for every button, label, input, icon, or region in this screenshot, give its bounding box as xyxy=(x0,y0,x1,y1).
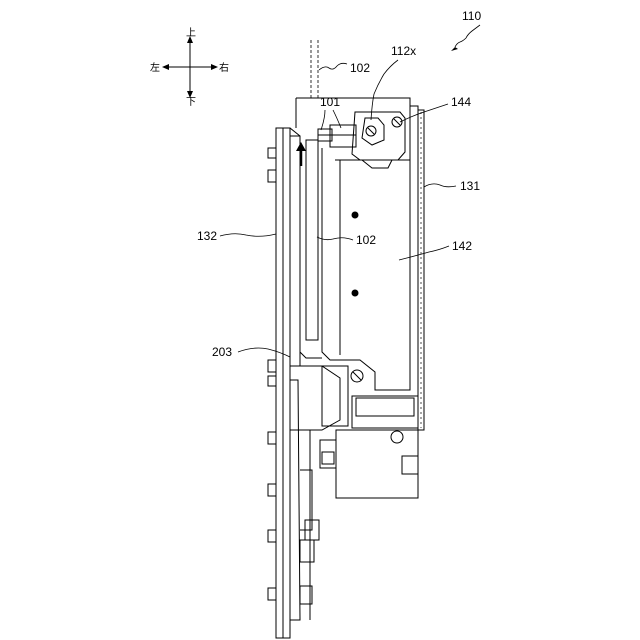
figure-reference: 110 xyxy=(451,9,481,51)
label-down: 下 xyxy=(186,97,196,108)
svg-text:102: 102 xyxy=(356,233,376,247)
pipe-102-middle xyxy=(296,140,322,358)
callout-112x: 112x xyxy=(371,44,416,120)
svg-text:203: 203 xyxy=(212,345,232,359)
lower-assembly xyxy=(290,366,418,620)
svg-text:132: 132 xyxy=(197,229,217,243)
pipe-102-top xyxy=(311,40,318,100)
plate-132 xyxy=(268,128,300,638)
svg-text:102: 102 xyxy=(350,61,370,75)
figure-number: 110 xyxy=(462,9,481,23)
inner-frame-142 xyxy=(322,148,410,390)
mechanism-112x xyxy=(318,112,405,168)
direction-indicator: 上 下 左 右 xyxy=(150,27,229,108)
svg-text:144: 144 xyxy=(451,95,471,109)
callout-203: 203 xyxy=(212,345,290,359)
svg-text:142: 142 xyxy=(452,239,472,253)
svg-text:131: 131 xyxy=(460,179,480,193)
callout-144: 144 xyxy=(400,95,471,122)
flow-arrow-icon xyxy=(296,142,306,151)
callout-102-middle: 102 xyxy=(317,233,376,247)
arrow-right-icon xyxy=(211,64,218,70)
figure-arrowhead xyxy=(451,47,458,51)
svg-text:101: 101 xyxy=(320,95,340,109)
arrow-left-icon xyxy=(162,64,169,70)
figure-leader-line xyxy=(455,25,480,47)
label-left: 左 xyxy=(150,61,160,74)
callout-102-top: 102 xyxy=(319,61,370,75)
callout-131: 131 xyxy=(424,179,480,193)
label-up: 上 xyxy=(186,27,196,39)
label-right: 右 xyxy=(219,61,229,74)
svg-text:112x: 112x xyxy=(391,44,416,58)
callout-132: 132 xyxy=(197,229,276,243)
